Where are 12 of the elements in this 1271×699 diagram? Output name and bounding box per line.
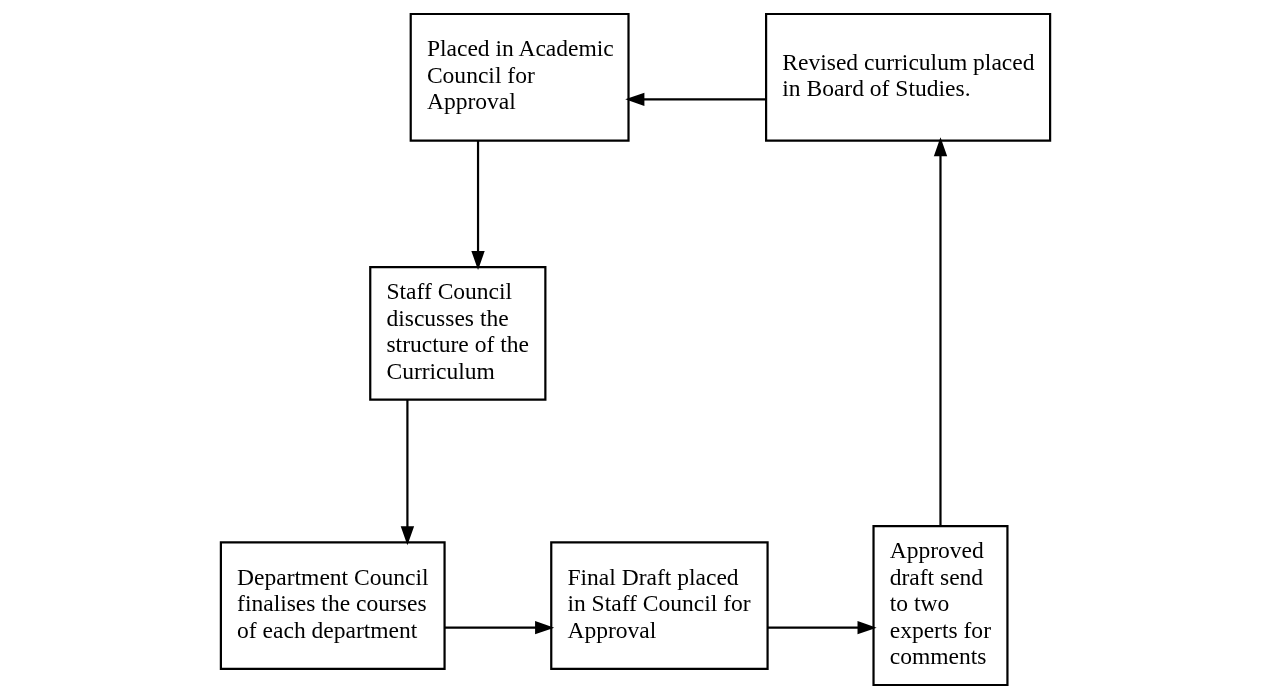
node-box: Placed in Academic Council for Approval (409, 12, 630, 142)
arrow (933, 137, 948, 526)
node-box: Department Council finalises the courses of each department (219, 541, 446, 670)
arrow (471, 140, 485, 271)
arrow (625, 92, 766, 107)
node-box: Final Draft placed in Staff Council for Approval (550, 541, 769, 670)
node-box: Revised curriculum placed in Board of Studies. (765, 12, 1052, 142)
node-box: Approved draft send to two experts for comments (872, 525, 1009, 687)
arrow (444, 620, 555, 635)
node-box: Staff Council discusses the structure of the Curriculum (369, 266, 547, 401)
arrow (767, 620, 877, 635)
arrow (400, 399, 415, 546)
